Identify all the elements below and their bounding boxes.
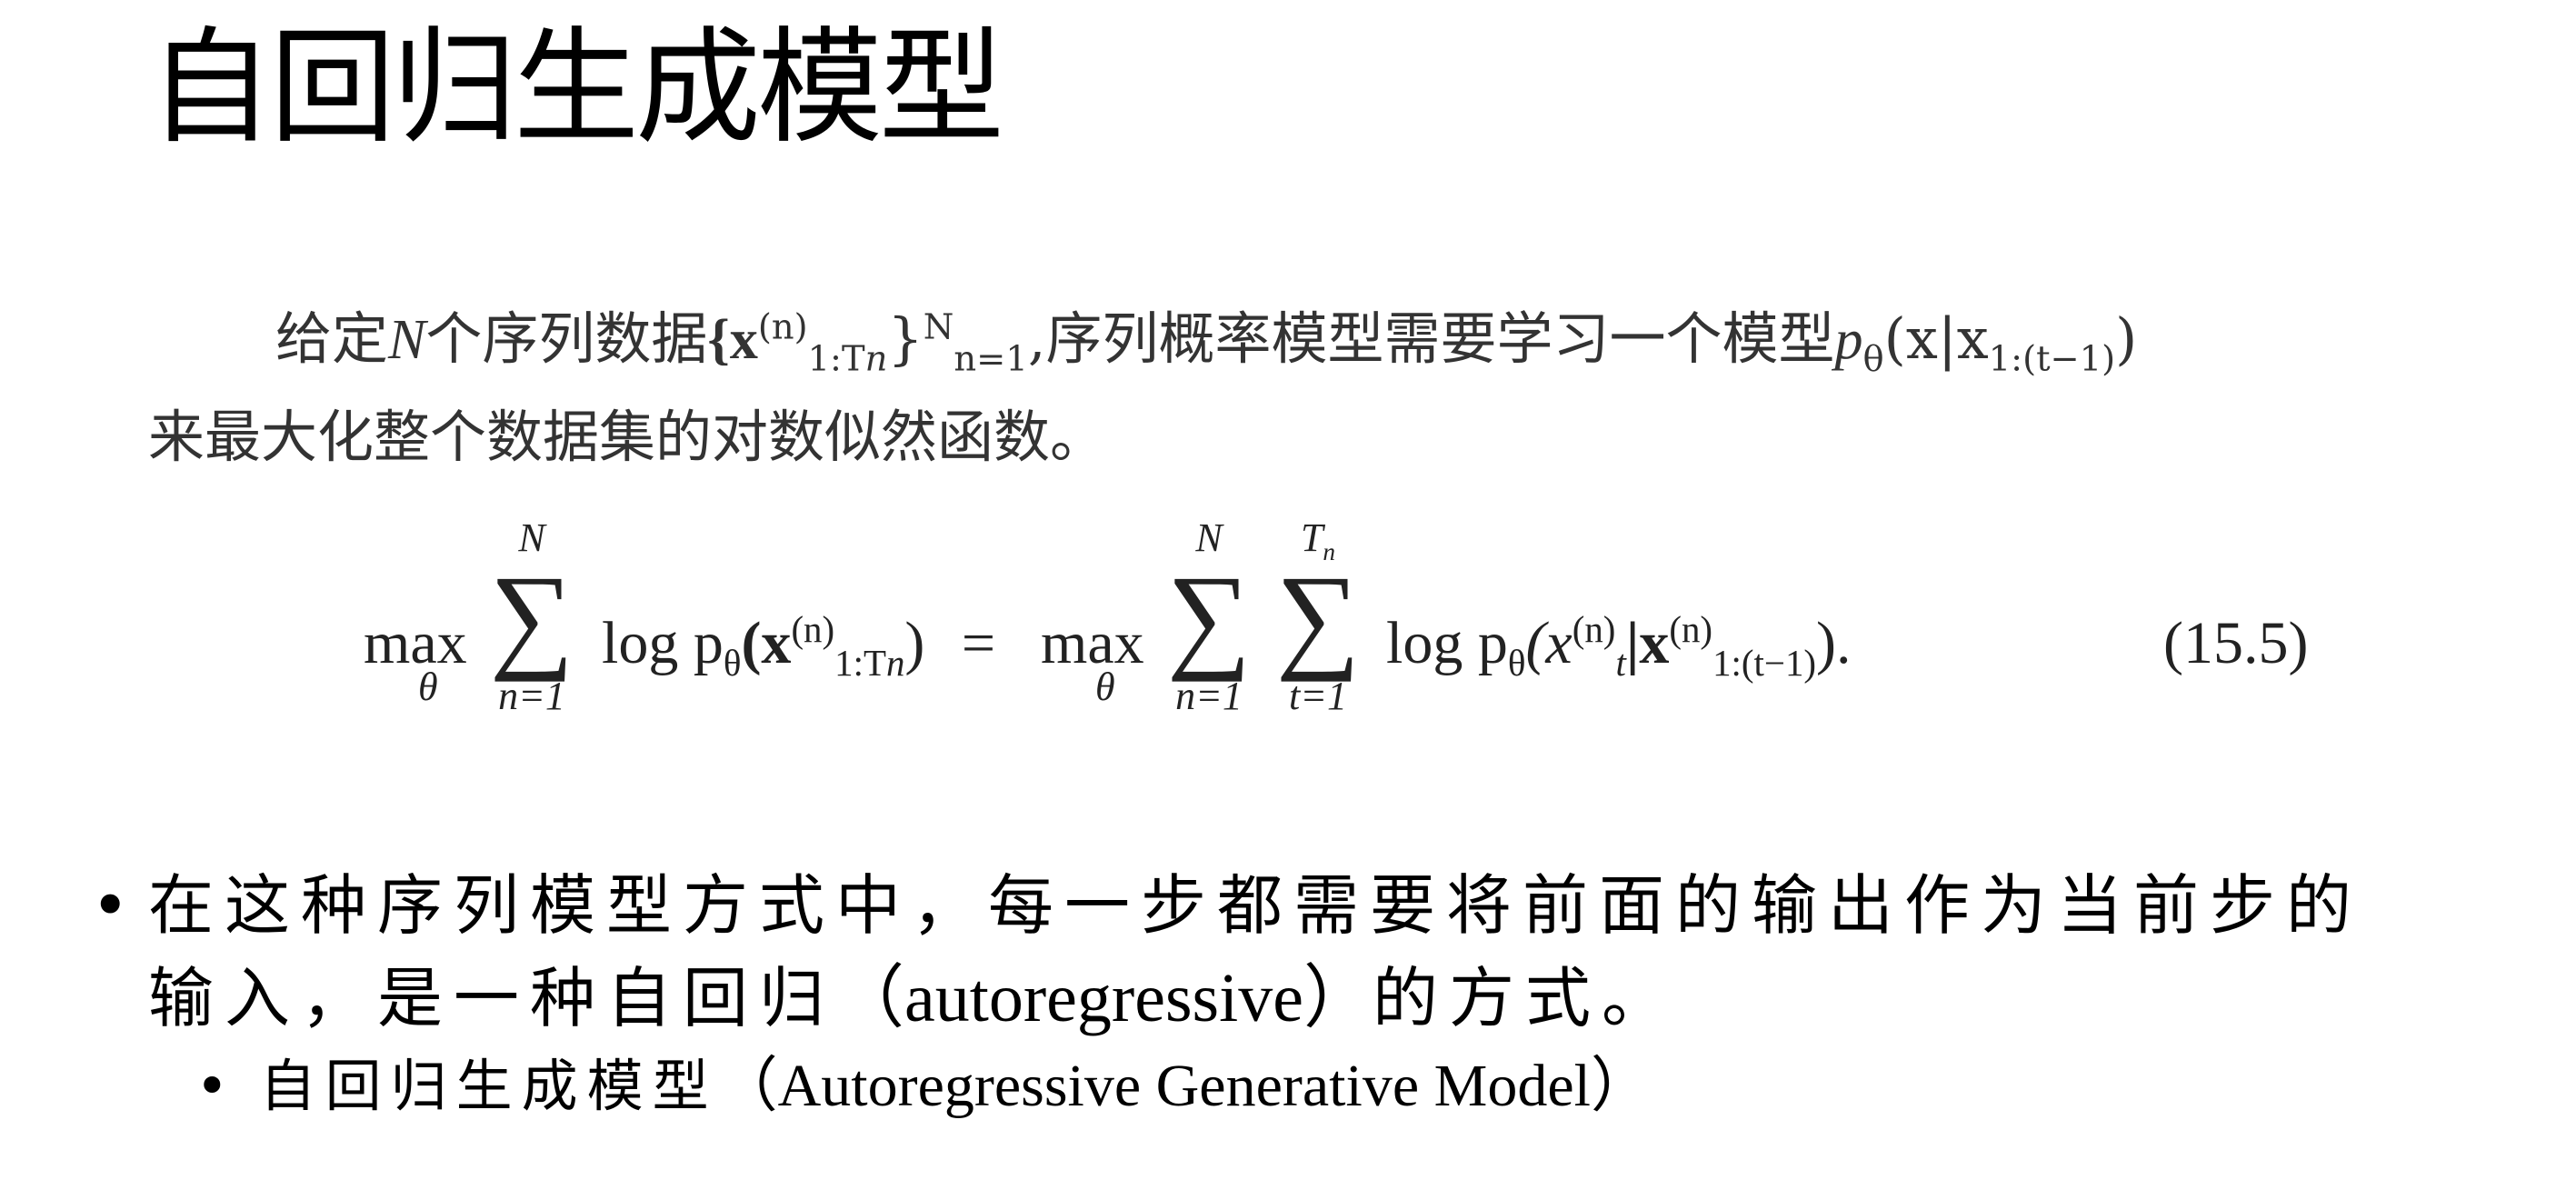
eq-lhs-arg-subsub: n <box>885 643 905 685</box>
text-sequences: 个序列数据 <box>425 305 708 372</box>
math-set-sup: (n) <box>757 306 808 348</box>
math-p: p <box>1834 309 1863 371</box>
eq-rhs-log: log p <box>1386 610 1508 676</box>
sub-bullet-en: （Autoregressive Generative Model） <box>717 1053 1651 1119</box>
math-set-sub: 1:T <box>807 338 865 380</box>
paragraph-line-1: 给定N个序列数据{x(n)1:Tn}Nn=1,序列概率模型需要学习一个模型pθ(… <box>275 309 2137 376</box>
eq-sum-3: Tn ∑ t=1 <box>1259 518 1377 716</box>
eq-rhs-arg-sup: (n) <box>1572 609 1616 650</box>
eq-max-2: max <box>1041 610 1144 676</box>
eq-lhs-arg-sub: 1:T <box>834 643 886 685</box>
bullet-1-line-2-tail: 的方式。 <box>1372 960 1678 1036</box>
bullet-1-line-2: 输入，是一种自回归（autoregressive）的方式。 <box>148 952 2548 1045</box>
bullet-1-line-2-cn: 输入，是一种自回归 <box>148 960 836 1036</box>
eq-rhs-close: ). <box>1816 610 1852 676</box>
eq-sum-3-bottom: t=1 <box>1289 674 1347 718</box>
eq-rhs-arg-sub: t <box>1615 643 1626 685</box>
eq-lhs-close: ) <box>904 610 925 676</box>
math-p-args-sub: 1:(t−1) <box>1988 338 2116 380</box>
math-set-subsub: n <box>864 338 888 380</box>
bullet-1-text: 在这种序列模型方式中，每一步都需要将前面的输出作为当前步的 输入，是一种自回归（… <box>148 859 2548 1045</box>
math-set-close-sub: n=1 <box>954 338 1028 380</box>
eq-lhs-sub: θ <box>723 643 742 685</box>
bullet-dot-2: • <box>195 1053 229 1119</box>
sub-bullet-cn: 自回归生成模型 <box>259 1053 718 1119</box>
eq-sum-1-symbol: ∑ <box>489 552 574 683</box>
eq-rhs-arg: (x <box>1525 610 1573 676</box>
math-p-args: (x|x <box>1883 305 1989 372</box>
bullet-1-line-1: 在这种序列模型方式中，每一步都需要将前面的输出作为当前步的 <box>148 867 2363 944</box>
eq-lhs: log pθ(x(n)1:Tn) = <box>602 609 996 682</box>
eq-sum-1-top: N <box>518 515 545 560</box>
eq-rhs-cond-sub: 1:(t−1) <box>1712 643 1817 685</box>
text-given: 给定 <box>275 305 389 372</box>
page-title: 自回归生成模型 <box>148 15 1004 161</box>
math-set-close-sup: N <box>923 306 954 348</box>
eq-lhs-arg-sup: (n) <box>791 609 835 650</box>
eq-equals: = <box>961 610 996 676</box>
eq-rhs-sub: θ <box>1507 643 1526 685</box>
bullet-dot-1: • <box>91 867 130 944</box>
eq-rhs: log pθ(x(n)t|x(n)1:(t−1)). <box>1386 609 1852 682</box>
eq-lhs-arg: (x <box>741 610 792 676</box>
eq-theta-2: θ <box>1095 665 1115 709</box>
math-p-close: ) <box>2115 305 2138 372</box>
equation-number: (15.5) <box>2163 610 2309 676</box>
eq-max-1: max <box>364 610 467 676</box>
eq-theta-1: θ <box>418 665 438 709</box>
math-set-close: } <box>887 305 924 372</box>
math-N: N <box>388 309 426 371</box>
math-set: {x <box>707 309 758 371</box>
eq-sum-2-symbol: ∑ <box>1166 552 1252 683</box>
eq-sum-2-bottom: n=1 <box>1175 674 1243 718</box>
eq-max-right: max θ <box>1041 609 1144 709</box>
eq-sum-3-symbol: ∑ <box>1275 552 1361 683</box>
eq-sum-1: N ∑ n=1 <box>473 518 591 716</box>
eq-sum-3-top-sub: n <box>1323 537 1336 565</box>
eq-lhs-log: log p <box>602 610 724 676</box>
eq-rhs-cond-sup: (n) <box>1669 609 1713 650</box>
eq-sum-2-top: N <box>1195 515 1223 560</box>
text-model-needs: ,序列概率模型需要学习一个模型 <box>1027 305 1835 372</box>
math-p-sub: θ <box>1862 338 1884 380</box>
eq-sum-3-top: T <box>1300 515 1323 560</box>
bullet-1-line-2-en: （autoregressive） <box>835 960 1373 1036</box>
eq-rhs-cond: |x <box>1625 610 1670 676</box>
eq-sum-1-bottom: n=1 <box>498 674 565 718</box>
eq-max-left: max θ <box>364 609 467 709</box>
paragraph-line-2: 来最大化整个数据集的对数似然函数。 <box>148 404 1107 470</box>
sub-bullet-generative-model: • 自回归生成模型（Autoregressive Generative Model… <box>195 1050 1651 1123</box>
eq-sum-2: N ∑ n=1 <box>1150 518 1268 716</box>
equation-15-5: max θ N ∑ n=1 log pθ(x(n)1:Tn) = max θ N… <box>364 518 2454 745</box>
